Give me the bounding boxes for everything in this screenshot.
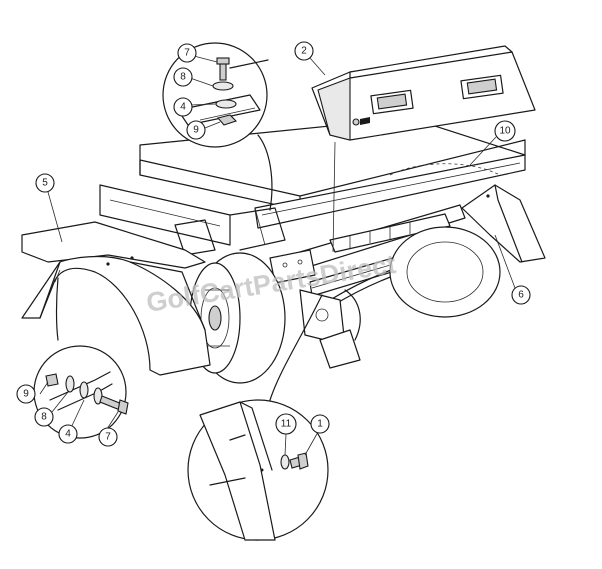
callout-7-top: 7 <box>177 43 197 63</box>
svg-text:7: 7 <box>105 432 111 443</box>
suspension-assembly <box>299 289 361 369</box>
svg-text:11: 11 <box>281 419 292 430</box>
right-fender <box>461 184 546 263</box>
svg-text:10: 10 <box>499 126 511 137</box>
svg-text:4: 4 <box>65 429 71 440</box>
callout-1: 1 <box>310 414 330 434</box>
callout-8-top: 8 <box>173 67 193 87</box>
callout-4-left: 4 <box>58 424 78 444</box>
detail-top-mounting <box>162 42 273 211</box>
svg-text:9: 9 <box>193 125 199 136</box>
callout-5: 5 <box>35 173 55 193</box>
callout-7-left: 7 <box>98 427 118 447</box>
callout-10: 10 <box>494 120 516 142</box>
callout-8-left: 8 <box>34 407 54 427</box>
svg-text:6: 6 <box>518 290 524 301</box>
callout-9-top: 9 <box>186 120 206 140</box>
svg-text:4: 4 <box>180 102 186 113</box>
svg-text:7: 7 <box>184 48 190 59</box>
callout-9-left: 9 <box>16 384 36 404</box>
svg-text:8: 8 <box>180 72 186 83</box>
callout-6: 6 <box>511 285 531 305</box>
callout-4-top: 4 <box>173 97 193 117</box>
rear-panel <box>311 45 536 253</box>
svg-text:5: 5 <box>42 178 48 189</box>
svg-text:8: 8 <box>41 412 47 423</box>
detail-bottom-mounting <box>187 294 329 541</box>
svg-text:1: 1 <box>317 419 323 430</box>
left-fender <box>21 221 211 376</box>
svg-text:9: 9 <box>23 389 29 400</box>
callout-11: 11 <box>275 413 297 435</box>
svg-text:2: 2 <box>301 46 307 57</box>
right-rear-tire <box>389 163 501 318</box>
detail-left-mounting <box>33 277 129 439</box>
callout-2: 2 <box>294 41 314 61</box>
